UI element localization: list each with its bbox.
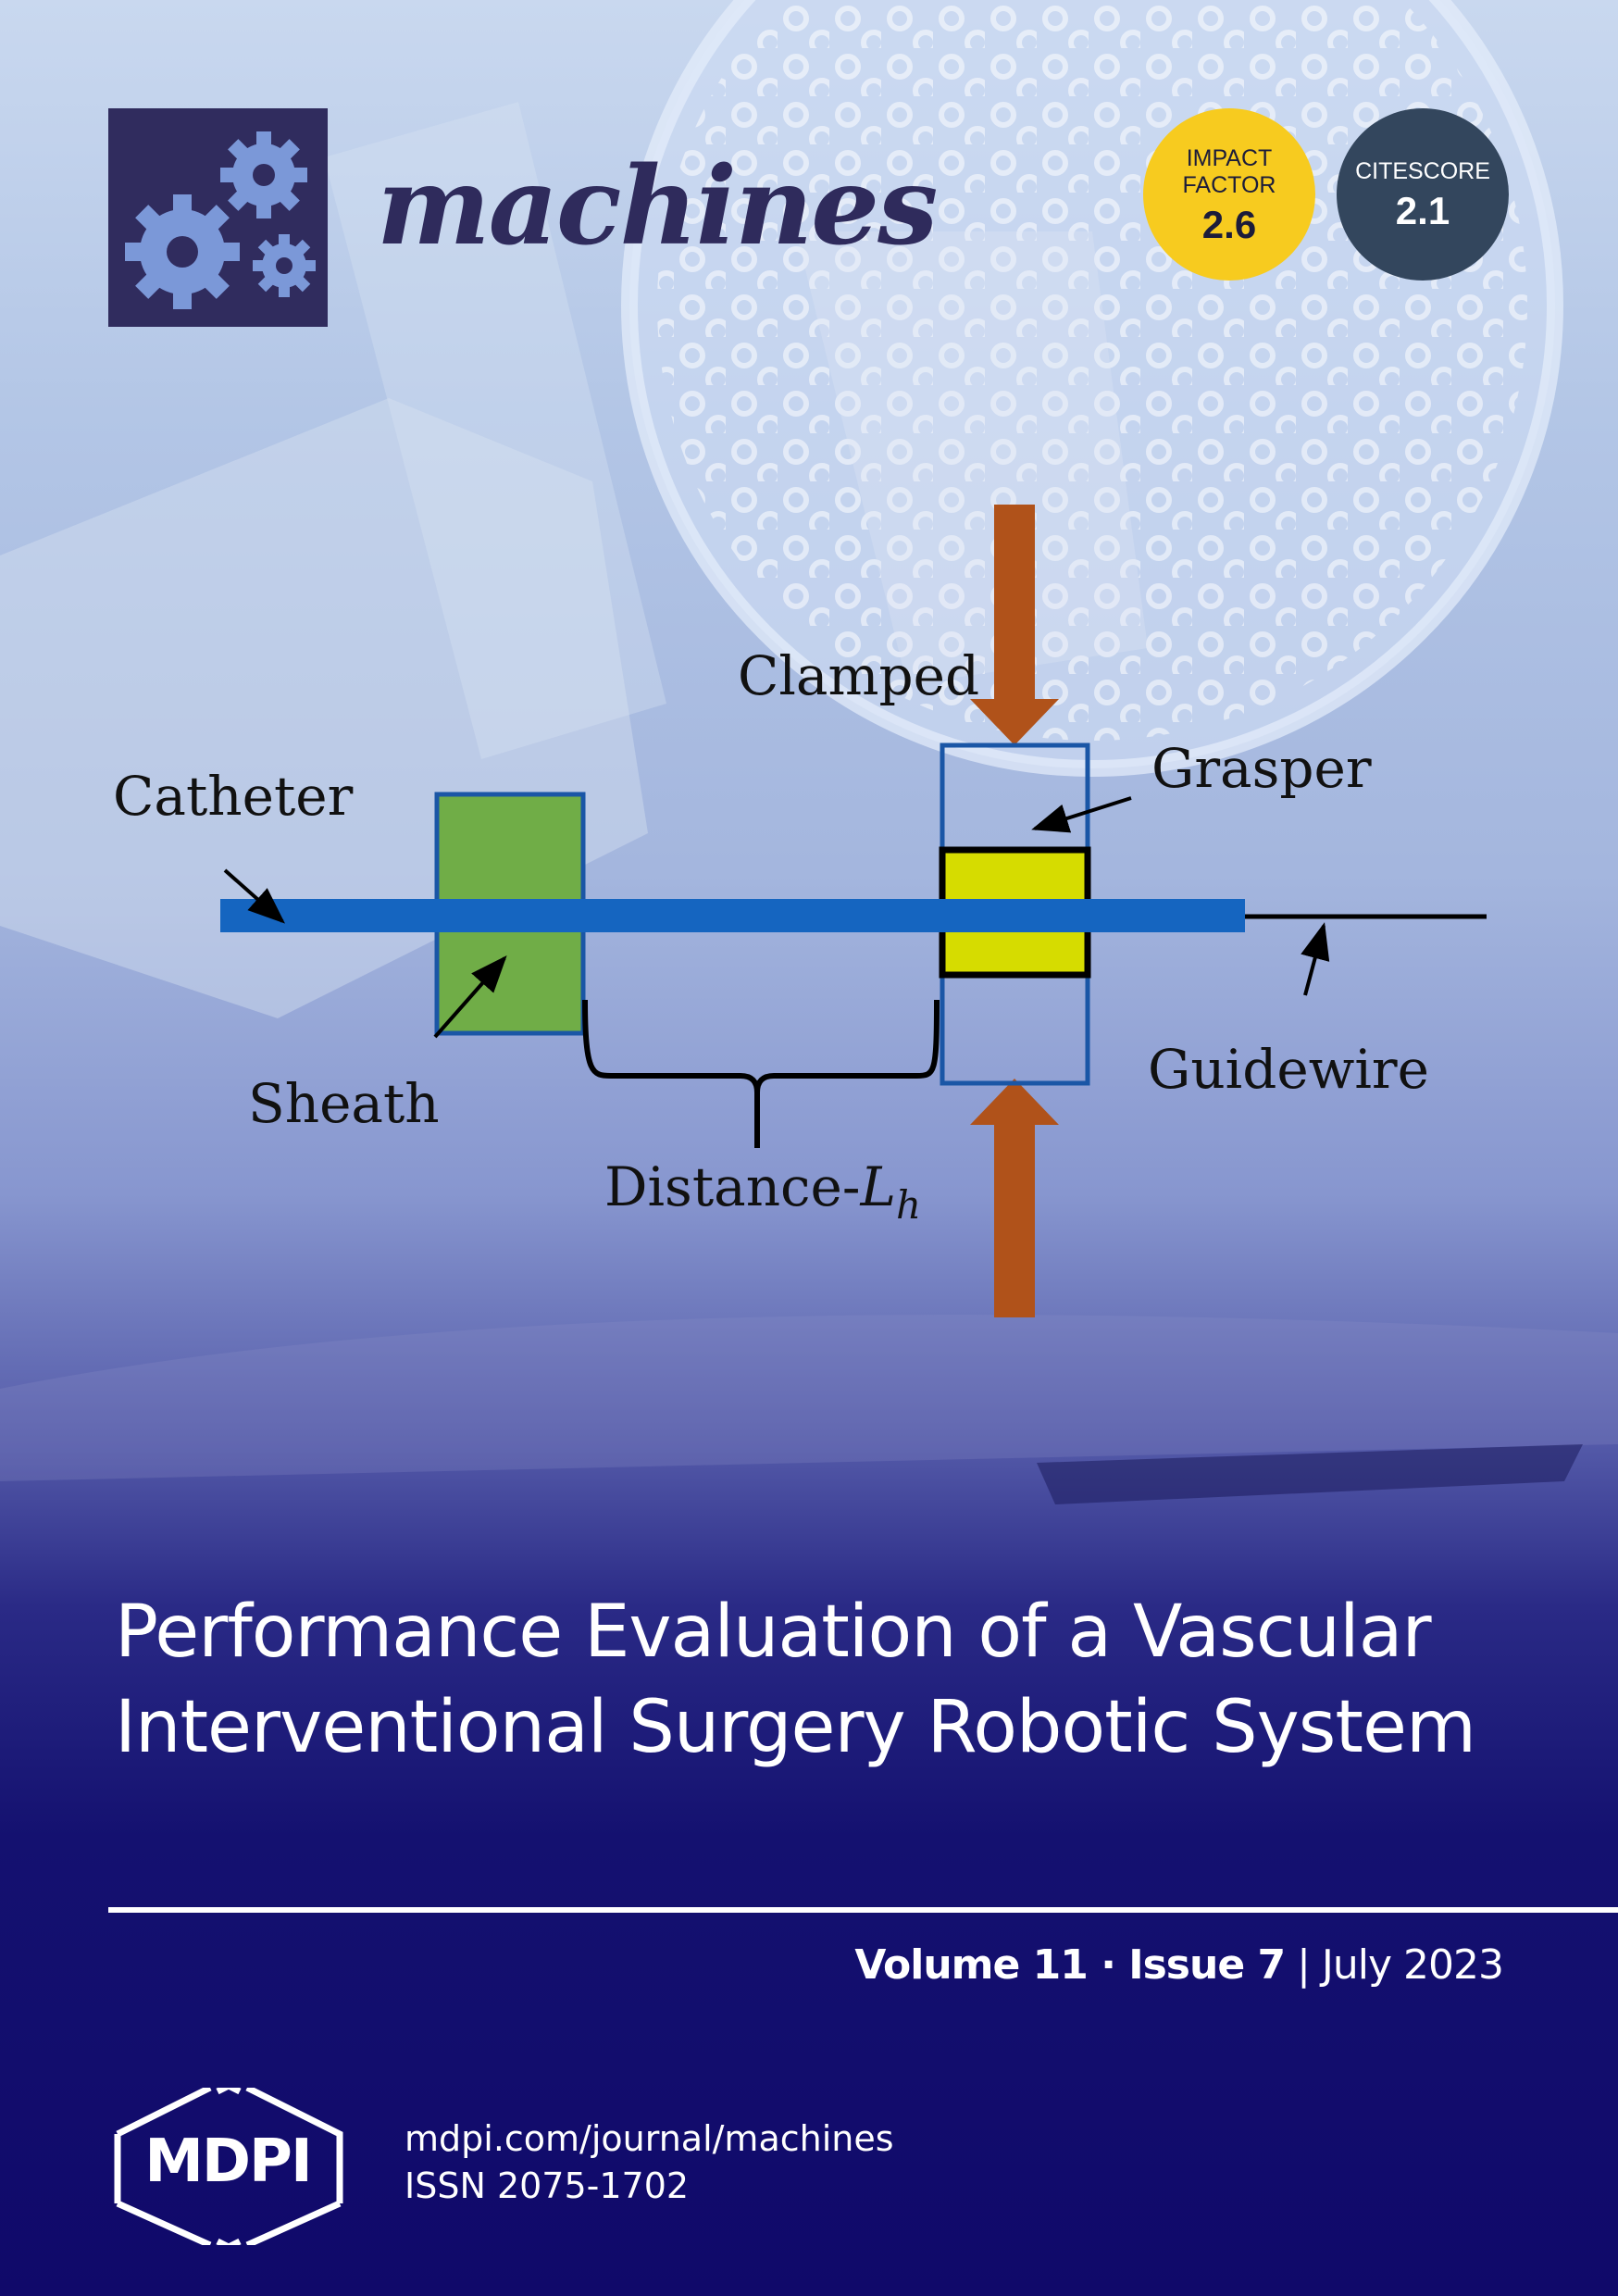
citescore-badge: CITESCORE 2.1: [1337, 108, 1509, 281]
citescore-value: 2.1: [1395, 189, 1450, 232]
clamp-arrow-bottom: [970, 1079, 1059, 1317]
distance-brace: [582, 999, 940, 1148]
volume-number: Volume 11: [854, 1941, 1089, 1989]
issue-number: Issue 7: [1128, 1941, 1286, 1989]
gears-icon: [125, 131, 316, 309]
issue-date: July 2023: [1321, 1941, 1504, 1989]
impact-factor-value: 2.6: [1201, 203, 1257, 246]
article-title: Performance Evaluation of a Vascular Int…: [115, 1591, 1476, 1769]
label-clamped: Clamped: [738, 644, 979, 707]
citescore-label: CITESCORE: [1355, 158, 1490, 184]
journal-logo: [108, 108, 328, 327]
issue-divider: |: [1285, 1941, 1322, 1989]
label-distance: Distance-Lh: [604, 1155, 921, 1228]
catheter-bar: [220, 899, 1245, 932]
clamp-arrow-top: [970, 505, 1059, 745]
journal-url: mdpi.com/journal/machines: [404, 2118, 894, 2159]
journal-name: machines: [377, 144, 938, 269]
label-grasper: Grasper: [1151, 737, 1372, 800]
label-guidewire: Guidewire: [1148, 1038, 1429, 1101]
label-catheter: Catheter: [113, 765, 354, 828]
issue-info: Volume 11 · Issue 7 | July 2023: [854, 1941, 1504, 1989]
journal-issn: ISSN 2075-1702: [404, 2165, 690, 2206]
label-sheath: Sheath: [248, 1072, 440, 1135]
issue-separator: ·: [1087, 1941, 1129, 1989]
publisher-name: MDPI: [144, 2128, 313, 2196]
title-divider: [108, 1907, 1618, 1913]
impact-factor-badge: IMPACT FACTOR 2.6: [1143, 108, 1315, 281]
mdpi-hexagon-icon: [114, 2088, 343, 2245]
impact-factor-label: IMPACT FACTOR: [1182, 145, 1276, 198]
catheter-grasper-diagram: Clamped Catheter Grasper Sheath Guidewir…: [113, 505, 1487, 1317]
